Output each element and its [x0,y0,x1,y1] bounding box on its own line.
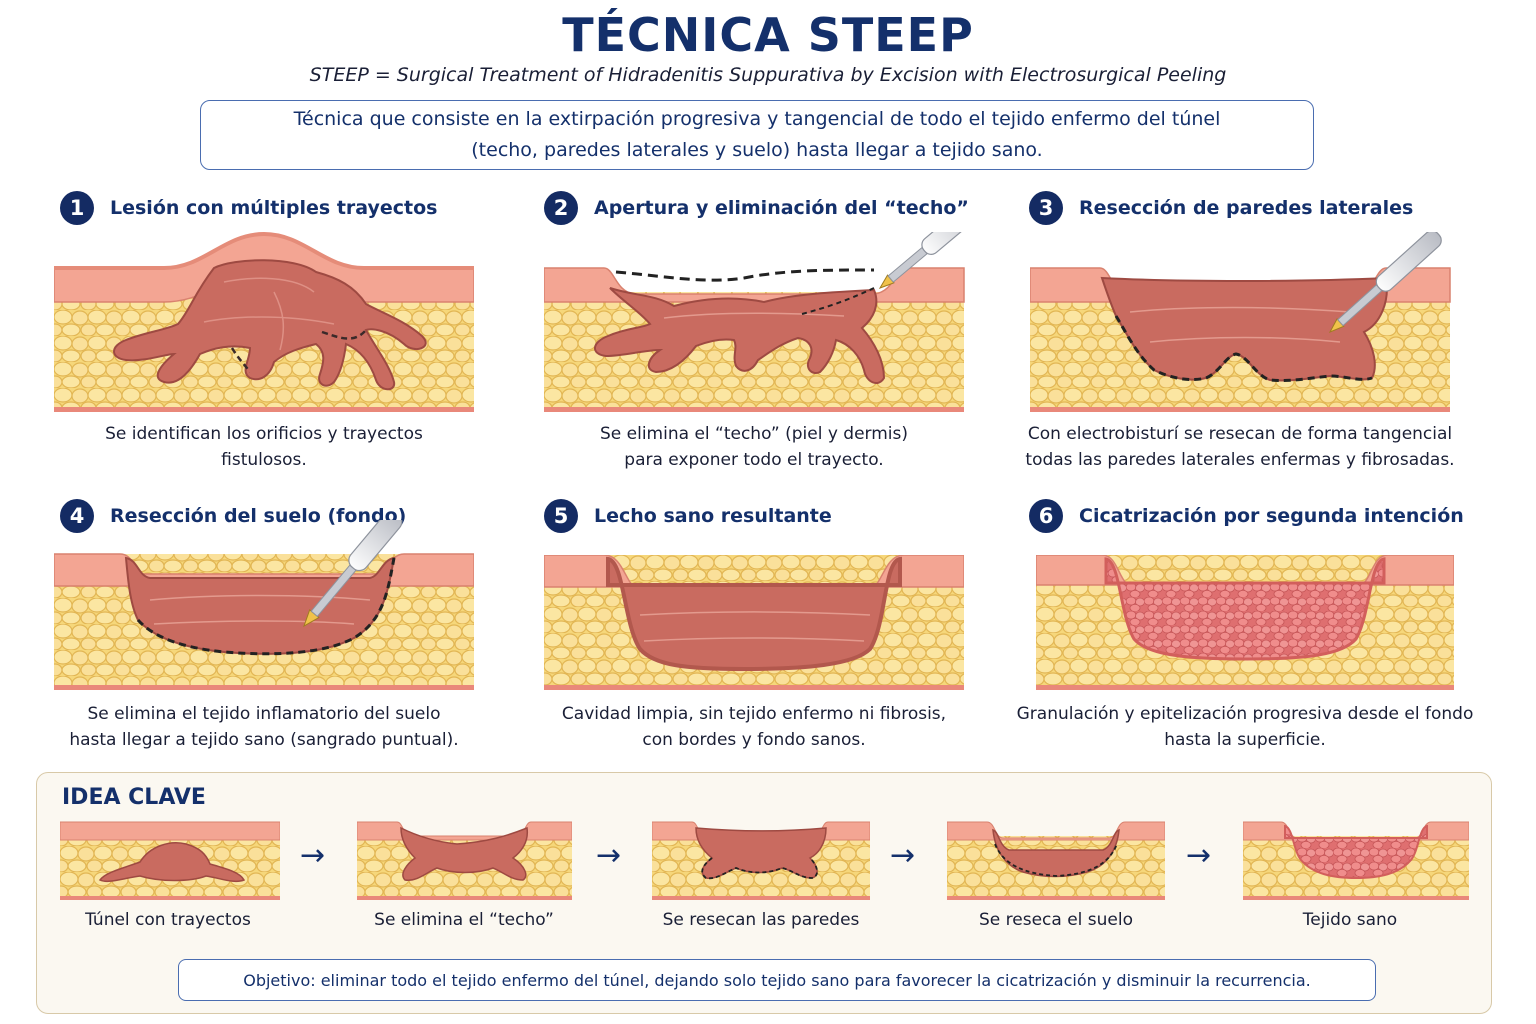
step-4-desc-line-2: hasta llegar a tejido sano (sangrado pun… [69,730,459,750]
step-4-description: Se elimina el tejido inflamatorio del su… [54,701,474,753]
key-stage-1-label: Túnel con trayectos [85,910,251,930]
step-4-illustration [54,520,474,690]
step-1-number: 1 [60,191,94,225]
step-1-header: 1 Lesión con múltiples trayectos [60,191,438,225]
key-stage-5-label: Tejido sano [1302,910,1398,930]
objective-text: Objetivo: eliminar todo el tejido enferm… [243,970,1311,990]
key-arrow-3: → [890,838,916,873]
key-stage-2-illustration [357,821,572,900]
step-4-number: 4 [60,499,94,533]
step-5-illustration [544,555,964,690]
step-5-title: Lecho sano resultante [594,505,832,527]
step-2-illustration [544,232,978,412]
step-3-title: Resección de paredes laterales [1079,197,1414,219]
intro-text: Técnica que consiste en la extirpación p… [293,108,1221,161]
step-5-number: 5 [544,499,578,533]
step-6-illustration [1036,555,1454,690]
step-2-header: 2 Apertura y eliminación del “techo” [544,191,969,225]
step-3-illustration [1030,232,1451,412]
key-stage-3-illustration [652,821,870,900]
step-4-title: Resección del suelo (fondo) [110,505,407,527]
step-5-desc-line-2: con bordes y fondo sanos. [642,730,866,750]
step-2-desc-line-2: para exponer todo el trayecto. [624,450,884,470]
key-arrow-4: → [1186,838,1212,873]
step-3-number: 3 [1029,191,1063,225]
key-stage-5-illustration [1243,821,1469,900]
step-1-description: Se identifican los orificios y trayectos… [54,421,474,473]
page-subtitle: STEEP = Surgical Treatment of Hidradenit… [309,64,1227,86]
step-2-description: Se elimina el “techo” (piel y dermis) pa… [544,421,964,473]
key-arrow-1: → [300,838,326,873]
step-1-illustration [54,232,474,412]
step-6-description: Granulación y epitelización progresiva d… [1005,701,1485,753]
page-title: TÉCNICA STEEP [562,8,974,62]
key-stage-4-label: Se reseca el suelo [978,910,1133,930]
key-stage-4-illustration [947,821,1165,900]
key-arrow-2: → [596,838,622,873]
step-6-desc-line-1: Granulación y epitelización progresiva d… [1016,704,1474,724]
step-2-desc-line-1: Se elimina el “techo” (piel y dermis) [600,424,908,444]
step-4-desc-line-1: Se elimina el tejido inflamatorio del su… [87,704,441,724]
step-5-header: 5 Lecho sano resultante [544,499,832,533]
step-3-desc-line-1: Con electrobisturí se resecan de forma t… [1027,424,1453,444]
step-1-title: Lesión con múltiples trayectos [110,197,438,219]
step-6-title: Cicatrización por segunda intención [1079,505,1464,527]
step-2-title: Apertura y eliminación del “techo” [594,197,969,219]
intro-box: Técnica que consiste en la extirpación p… [200,100,1314,170]
step-5-desc-line-1: Cavidad limpia, sin tejido enfermo ni fi… [561,704,947,724]
key-stage-1-illustration [60,821,280,900]
key-stage-2-label: Se elimina el “techo” [374,910,554,930]
step-1-desc-line-1: Se identifican los orificios y trayectos [105,424,423,444]
step-3-description: Con electrobisturí se resecan de forma t… [1010,421,1470,473]
step-3-desc-line-2: todas las paredes laterales enfermas y f… [1025,450,1455,470]
step-6-desc-line-2: hasta la superficie. [1164,730,1326,750]
step-6-number: 6 [1029,499,1063,533]
step-3-header: 3 Resección de paredes laterales [1029,191,1413,225]
step-2-number: 2 [544,191,578,225]
step-6-header: 6 Cicatrización por segunda intención [1029,499,1464,533]
step-5-description: Cavidad limpia, sin tejido enfermo ni fi… [544,701,964,753]
step-4-header: 4 Resección del suelo (fondo) [60,499,406,533]
step-1-desc-line-2: fistulosos. [221,450,307,470]
objective-box: Objetivo: eliminar todo el tejido enferm… [178,959,1376,1001]
key-idea-title: IDEA CLAVE [62,785,206,810]
key-stage-3-label: Se resecan las paredes [662,910,860,930]
